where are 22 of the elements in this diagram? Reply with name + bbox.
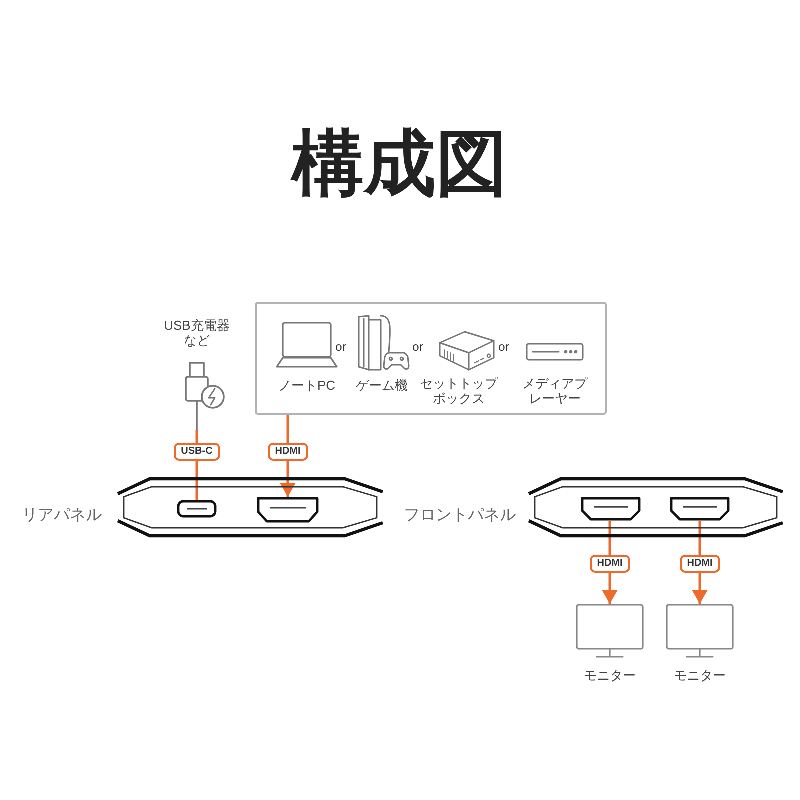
panel-label: フロントパネル [404, 506, 516, 526]
usb-c-port [177, 500, 217, 518]
hdmi-port [257, 497, 319, 523]
node-label: ゲーム機 [355, 378, 409, 393]
panel-label: リアパネル [22, 506, 102, 526]
hdmi-port [670, 497, 730, 521]
separator-text: or [336, 340, 346, 354]
device-group-panel [255, 302, 607, 415]
node-label: USB充電器など [163, 318, 231, 348]
edge-label: USB-C [174, 443, 220, 461]
node-label: メディアプレーヤー [522, 376, 589, 406]
edge-label: HDMI [590, 555, 630, 573]
hdmi-port [581, 497, 641, 521]
separator-text: or [412, 340, 424, 354]
separator-text: or [498, 340, 510, 354]
node-label: セットトップボックス [419, 376, 500, 406]
node-label: モニター [673, 668, 727, 683]
edge-label: HDMI [268, 443, 308, 461]
node-label: ノートPC [277, 378, 337, 393]
title: 構成図 [290, 124, 509, 204]
node-label: モニター [583, 668, 637, 683]
edge-label: HDMI [680, 555, 720, 573]
